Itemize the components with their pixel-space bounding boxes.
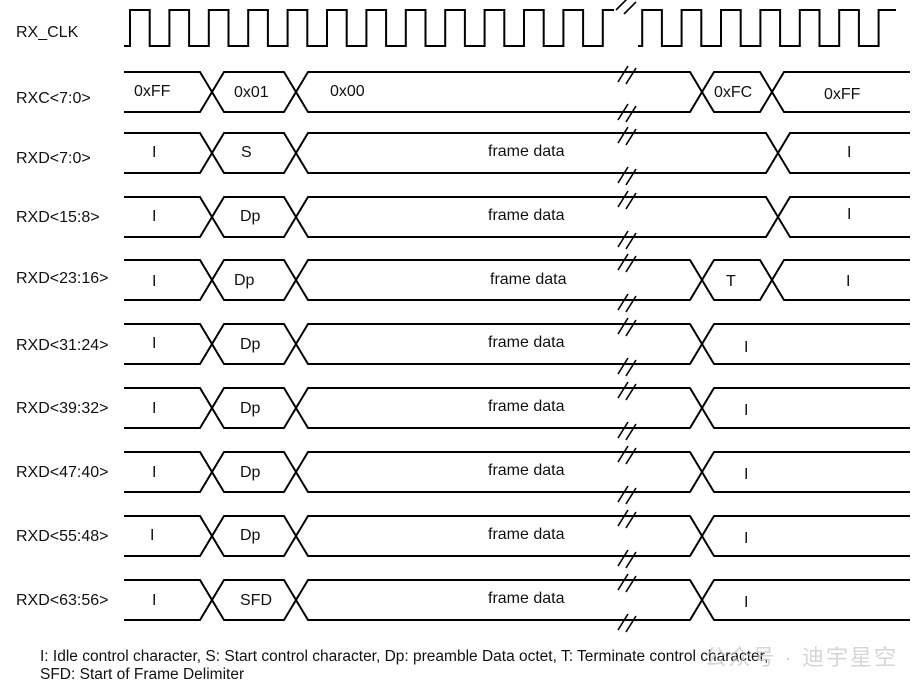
bus-waveform [124,387,910,429]
bus-value: frame data [490,271,567,288]
bus-value: I [846,273,850,290]
bus-value: I [744,339,748,356]
legend-line-1: I: Idle control character, S: Start cont… [40,648,769,665]
bus-label: RXD<31:24> [16,337,109,354]
bus-value: I [152,273,156,290]
clock-label: RX_CLK [16,24,79,41]
bus-waveform [124,515,910,557]
bus-value: I [152,592,156,609]
bus-value: I [744,402,748,419]
bus-value: frame data [488,207,565,224]
bus-row-8: RXD<63:56> I SFD frame data I [16,579,910,621]
bus-label: RXC<7:0> [16,90,91,107]
bus-row-4: RXD<31:24> I Dp frame data I [16,323,910,365]
break-mark [617,65,637,633]
bus-value: I [744,466,748,483]
bus-value: 0xFF [824,86,861,103]
clock-row: RX_CLK [16,0,896,58]
bus-label: RXD<15:8> [16,209,100,226]
bus-waveform [124,259,910,301]
bus-value: I [152,208,156,225]
bus-label: RXD<47:40> [16,464,109,481]
bus-waveform [124,196,910,238]
bus-value: 0xFF [134,83,171,100]
bus-waveform [124,71,910,113]
bus-value: I [847,144,851,161]
bus-row-3: RXD<23:16> I Dp frame data T I [16,259,910,301]
bus-waveform [124,323,910,365]
bus-label: RXD<23:16> [16,270,109,287]
clock-break-gap [614,0,638,58]
bus-row-7: RXD<55:48> I Dp frame data I [16,515,910,557]
bus-value: 0x00 [330,83,365,100]
legend: I: Idle control character, S: Start cont… [40,648,768,684]
bus-value: frame data [488,398,565,415]
bus-row-5: RXD<39:32> I Dp frame data I [16,387,910,429]
bus-value: Dp [240,400,261,417]
bus-value: frame data [488,590,565,607]
bus-value: I [152,400,156,417]
bus-row-0: RXC<7:0> 0xFF 0x01 0x00 0xFC 0xFF [16,71,910,113]
bus-value: I [847,206,851,223]
bus-value: I [152,335,156,352]
bus-value: frame data [488,334,565,351]
watermark: 公众号 · 迪宇星空 [704,645,898,670]
clock-waveform [124,9,896,47]
bus-waveform [124,451,910,493]
bus-value: I [152,464,156,481]
bus-value: Dp [234,272,255,289]
bus-value: 0x01 [234,84,269,101]
bus-value: I [744,530,748,547]
bus-value: Dp [240,208,261,225]
bus-value: I [152,144,156,161]
bus-value: I [744,594,748,611]
clock-break-mark [615,0,637,15]
legend-line-2: SFD: Start of Frame Delimiter [40,666,245,683]
bus-value: Dp [240,336,261,353]
bus-value: T [726,273,736,290]
bus-value: I [150,527,154,544]
bus-label: RXD<55:48> [16,528,109,545]
bus-label: RXD<63:56> [16,592,109,609]
bus-value: SFD [240,592,272,609]
bus-row-6: RXD<47:40> I Dp frame data I [16,451,910,493]
bus-value: frame data [488,526,565,543]
bus-value: S [241,144,252,161]
bus-waveform [124,579,910,621]
bus-row-2: RXD<15:8> I Dp frame data I [16,196,910,238]
bus-label: RXD<7:0> [16,150,91,167]
bus-label: RXD<39:32> [16,400,109,417]
bus-row-1: RXD<7:0> I S frame data I [16,132,910,174]
bus-value: Dp [240,464,261,481]
bus-value: 0xFC [714,84,752,101]
time-break-marks [617,65,637,633]
bus-waveform [124,132,910,174]
bus-value: Dp [240,527,261,544]
bus-value: frame data [488,143,565,160]
bus-value: frame data [488,462,565,479]
